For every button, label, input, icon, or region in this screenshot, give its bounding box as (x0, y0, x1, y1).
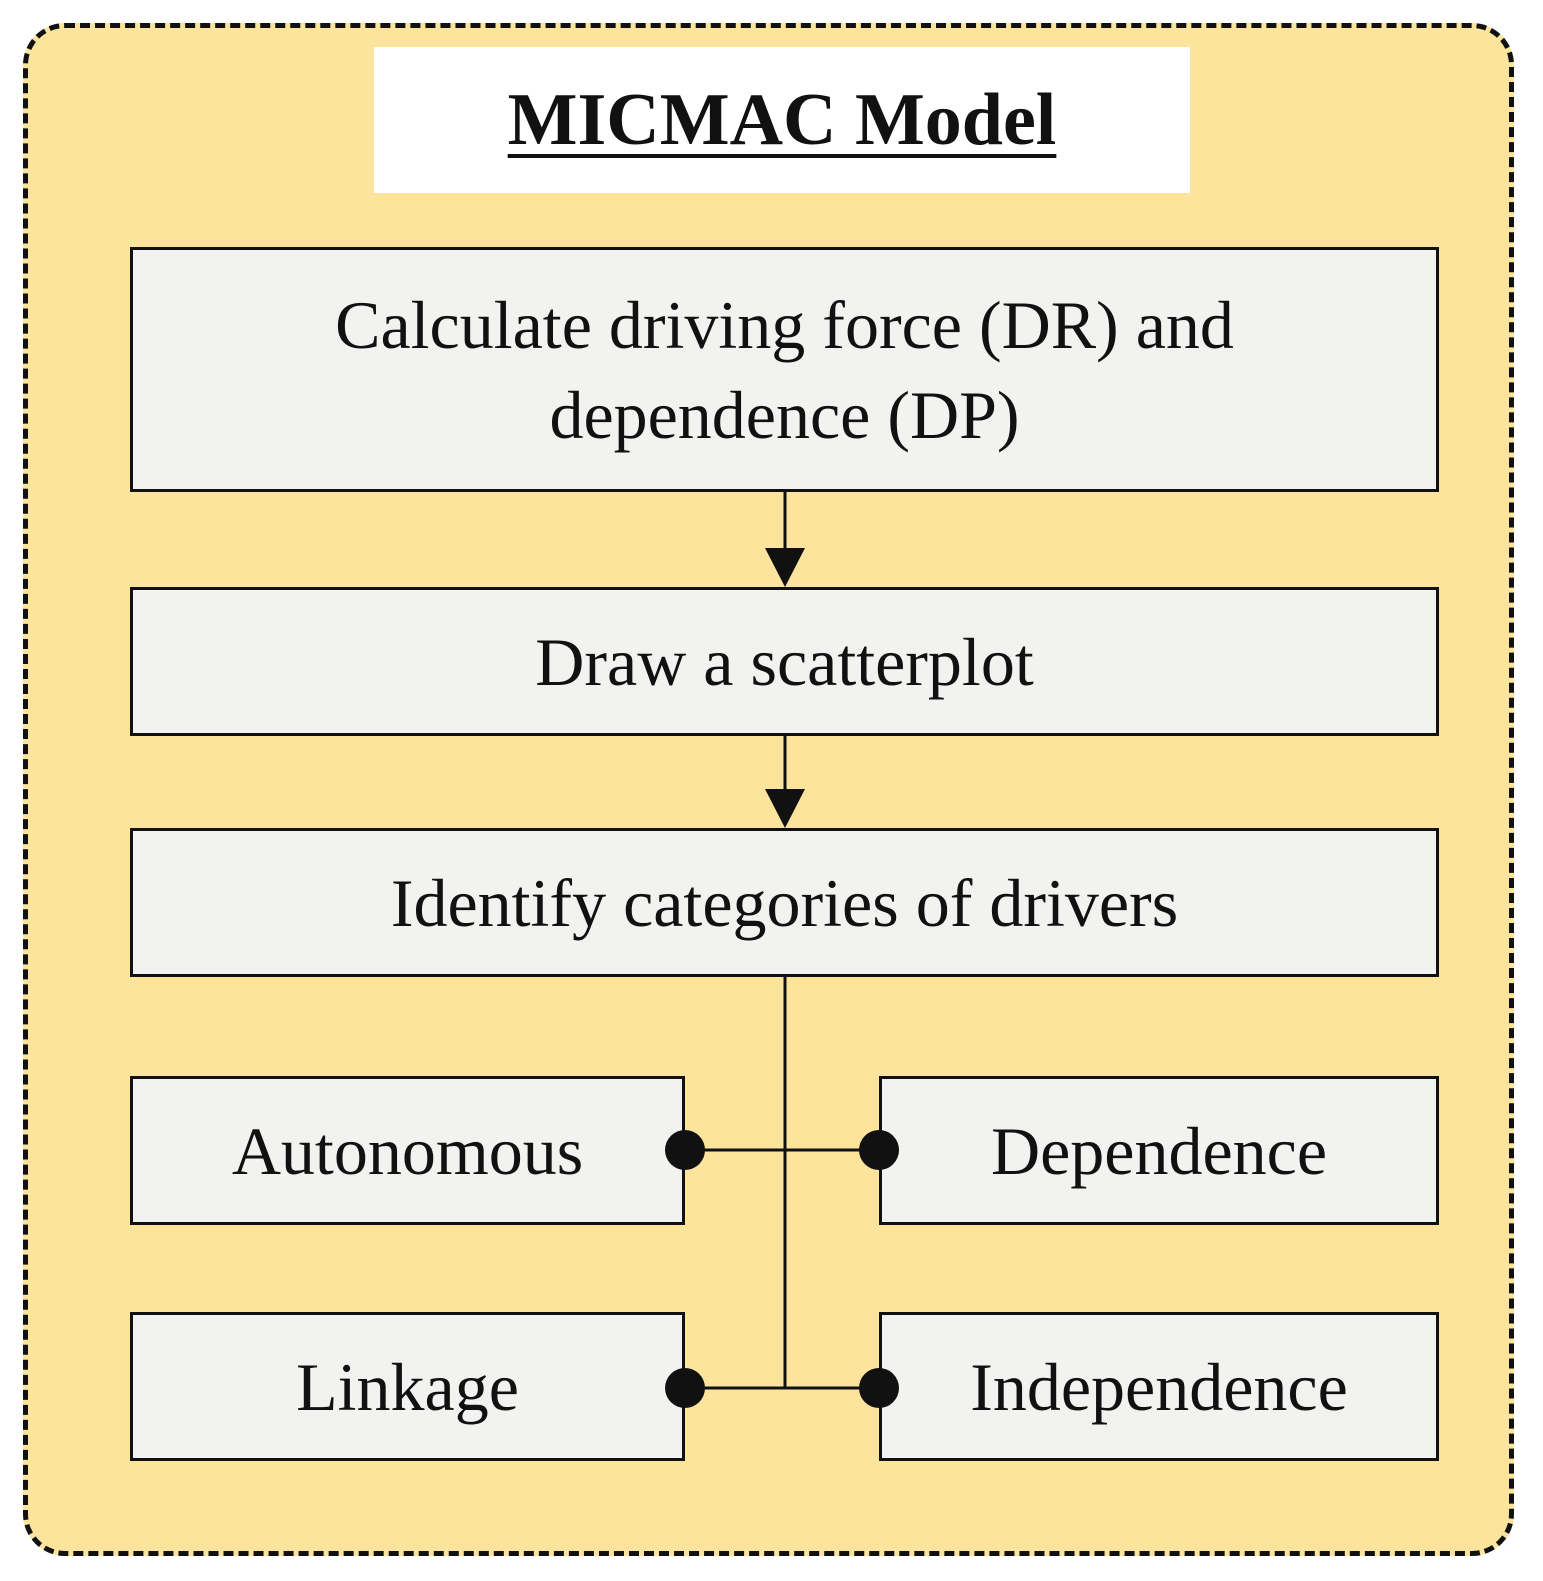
category-linkage-label: Linkage (296, 1348, 519, 1425)
step-calculate-label: Calculate driving force (DR) and depende… (335, 286, 1234, 453)
category-dependence-label: Dependence (990, 1112, 1327, 1189)
arrowhead-1-icon (765, 548, 805, 587)
arrowhead-2-icon (765, 789, 805, 828)
connector-dot-independence-icon (859, 1368, 899, 1408)
step-calculate-box: Calculate driving force (DR) and depende… (130, 247, 1439, 492)
connector-dot-autonomous-icon (665, 1130, 705, 1170)
category-autonomous-label: Autonomous (231, 1112, 584, 1189)
category-linkage-box: Linkage (130, 1312, 685, 1461)
category-independence-label: Independence (970, 1348, 1348, 1425)
title-box: MICMAC Model (374, 47, 1190, 193)
connector-dot-linkage-icon (665, 1368, 705, 1408)
category-independence-box: Independence (879, 1312, 1439, 1461)
step-scatterplot-box: Draw a scatterplot (130, 587, 1439, 736)
step-scatterplot-label: Draw a scatterplot (535, 623, 1034, 700)
connector-dot-dependence-icon (859, 1130, 899, 1170)
step-identify-box: Identify categories of drivers (130, 828, 1439, 977)
step-identify-label: Identify categories of drivers (390, 864, 1179, 941)
diagram-title: MICMAC Model (507, 78, 1057, 161)
